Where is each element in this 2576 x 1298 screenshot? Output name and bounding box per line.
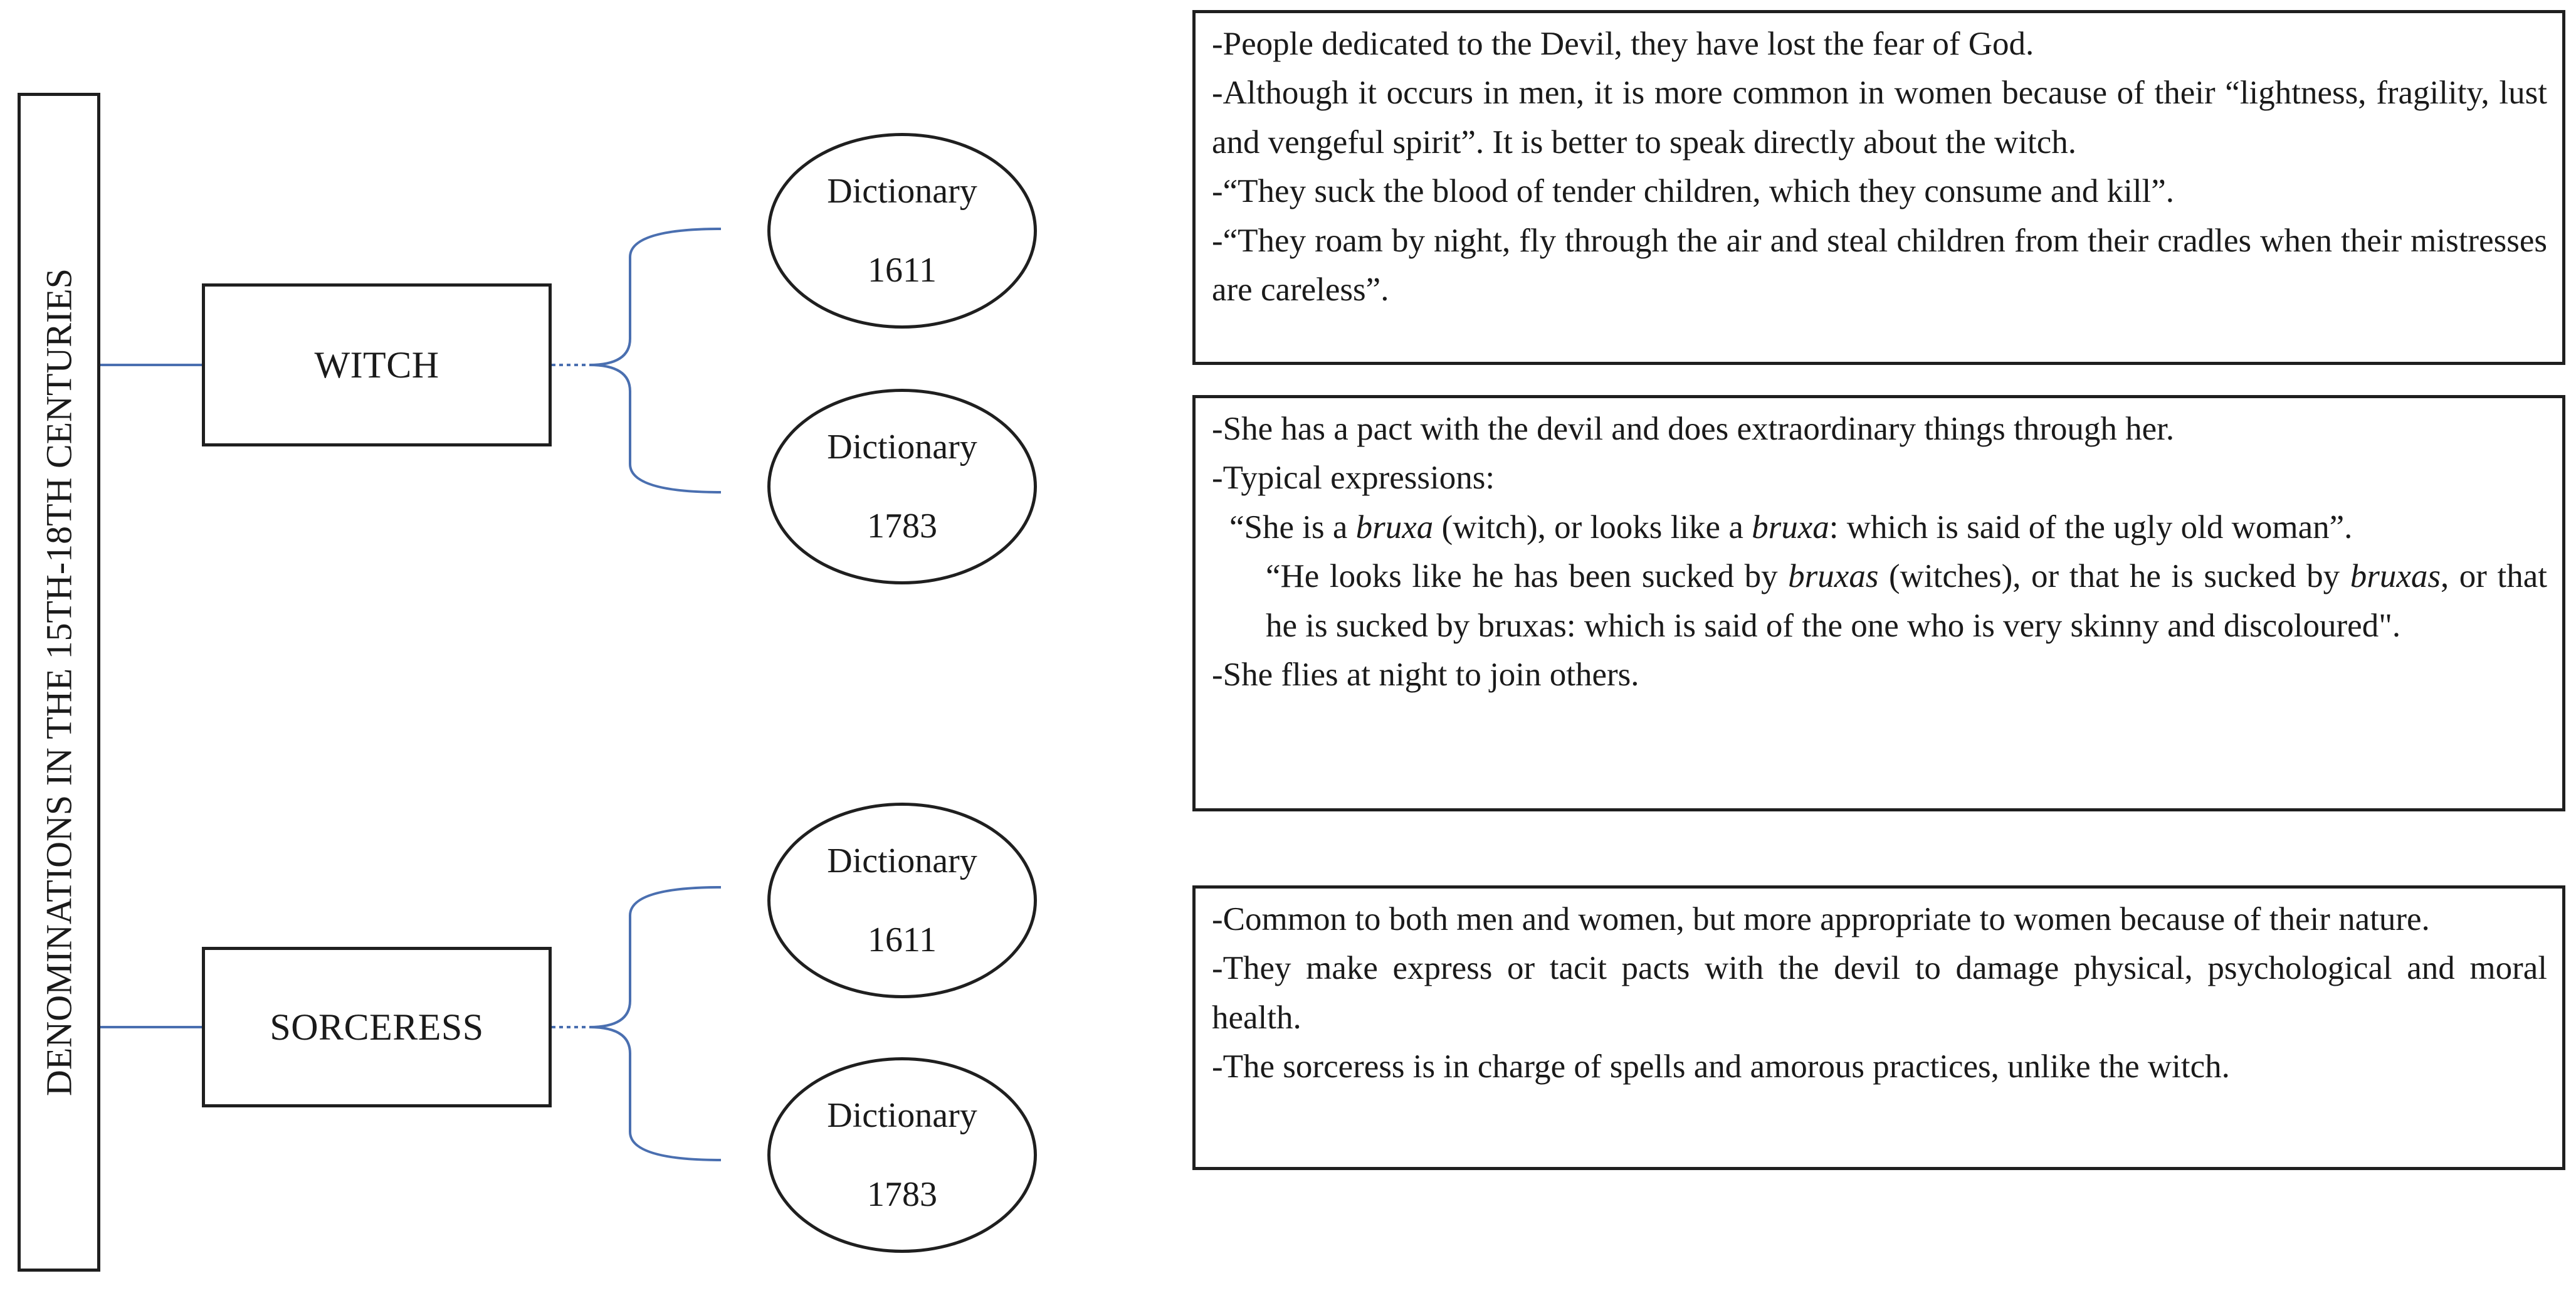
definition-line: -She has a pact with the devil and does … xyxy=(1212,411,2175,447)
definition-line: -Although it occurs in men, it is more c… xyxy=(1212,75,2547,161)
witch-label: WITCH xyxy=(314,344,439,386)
definition-line: -Common to both men and women, but more … xyxy=(1212,901,2430,937)
dictionary-label: Dictionary xyxy=(827,428,977,467)
definition-line: -People dedicated to the Devil, they hav… xyxy=(1212,26,2034,62)
dictionary-1783-sorceress: Dictionary 1783 xyxy=(767,1057,1037,1253)
dictionary-1783-witch: Dictionary 1783 xyxy=(767,389,1037,584)
title-box: DENOMINATIONS IN THE 15TH-18TH CENTURIES xyxy=(18,93,100,1272)
definition-witch-1611: -People dedicated to the Devil, they hav… xyxy=(1192,10,2565,365)
dictionary-label: Dictionary xyxy=(827,842,977,880)
dictionary-year: 1611 xyxy=(868,251,937,290)
definition-sorceress: -Common to both men and women, but more … xyxy=(1192,885,2565,1170)
dictionary-year: 1611 xyxy=(868,921,937,959)
brace-witch xyxy=(589,228,722,493)
dictionary-label: Dictionary xyxy=(827,1096,977,1135)
dictionary-label: Dictionary xyxy=(827,172,977,211)
definition-line: -“They suck the blood of tender children… xyxy=(1212,173,2175,210)
definition-line: -“They roam by night, fly through the ai… xyxy=(1212,222,2547,309)
expression-quote-1: “She is a bruxa (witch), or looks like a… xyxy=(1229,509,2353,546)
expression-quote-2: “He looks like he has been sucked by bru… xyxy=(1266,558,2548,644)
definition-line: -The sorceress is in charge of spells an… xyxy=(1212,1048,2230,1085)
dictionary-1611-sorceress: Dictionary 1611 xyxy=(767,803,1037,998)
dictionary-year: 1783 xyxy=(867,1175,937,1214)
brace-sorceress xyxy=(589,886,722,1161)
definition-witch-1783: -She has a pact with the devil and does … xyxy=(1192,395,2565,811)
diagram-title: DENOMINATIONS IN THE 15TH-18TH CENTURIES xyxy=(38,268,80,1096)
dictionary-year: 1783 xyxy=(867,507,937,546)
definition-line: -They make express or tacit pacts with t… xyxy=(1212,950,2547,1036)
definition-line: -Typical expressions: xyxy=(1212,460,1495,497)
definition-line: -She flies at night to join others. xyxy=(1212,657,1639,694)
sorceress-label: SORCERESS xyxy=(270,1006,484,1048)
sorceress-node: SORCERESS xyxy=(202,947,552,1107)
witch-node: WITCH xyxy=(202,283,552,446)
dictionary-1611-witch: Dictionary 1611 xyxy=(767,133,1037,329)
